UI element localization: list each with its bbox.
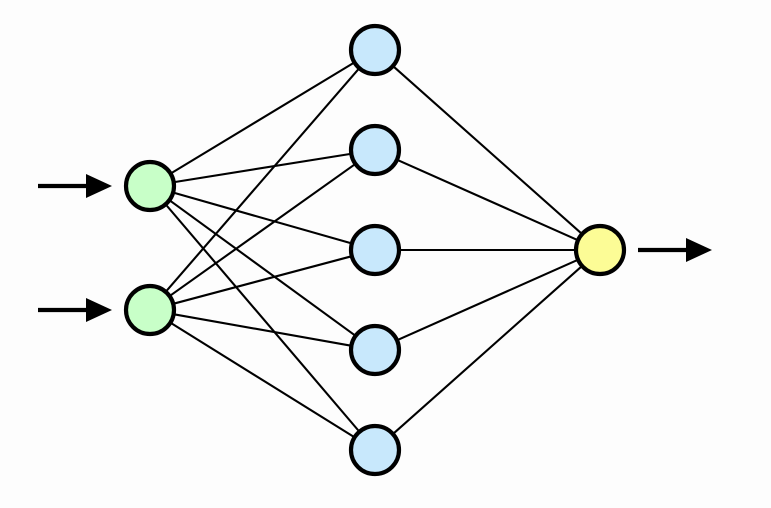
edge-h4-to-o1 xyxy=(395,258,580,342)
node-h3[interactable] xyxy=(348,223,402,277)
edge-i2-to-h3 xyxy=(171,254,354,306)
input-arrow-bottom-head xyxy=(86,298,112,322)
node-i2[interactable] xyxy=(123,283,177,337)
input-arrow-bottom-icon xyxy=(38,298,112,322)
hidden-node-circle[interactable] xyxy=(348,323,402,377)
output-node-circle[interactable] xyxy=(573,223,627,277)
input-node-circle[interactable] xyxy=(123,159,177,213)
edge-i1-to-h1 xyxy=(169,61,356,175)
node-h5[interactable] xyxy=(348,423,402,477)
edge-h5-to-o1 xyxy=(391,264,584,436)
edge-i2-to-h5 xyxy=(168,321,357,439)
input-arrow-top-head xyxy=(86,174,112,198)
edge-i1-to-h2 xyxy=(172,152,353,184)
edge-h2-to-o1 xyxy=(395,158,580,242)
node-h2[interactable] xyxy=(348,123,402,177)
edge-i1-to-h5 xyxy=(164,202,361,434)
edge-i2-to-h2 xyxy=(168,162,357,298)
hidden-node-circle[interactable] xyxy=(348,223,402,277)
input-arrow-top-icon xyxy=(38,174,112,198)
edge-i1-to-h4 xyxy=(167,198,358,338)
node-o1[interactable] xyxy=(573,223,627,277)
output-arrow-head xyxy=(686,238,712,262)
edges-group xyxy=(164,61,584,439)
edge-h1-to-o1 xyxy=(391,64,584,236)
node-h4[interactable] xyxy=(348,323,402,377)
hidden-node-circle[interactable] xyxy=(348,123,402,177)
hidden-node-circle[interactable] xyxy=(348,23,402,77)
nodes-group xyxy=(123,23,627,477)
node-h1[interactable] xyxy=(348,23,402,77)
arrows-group xyxy=(38,174,712,322)
edge-i1-to-h3 xyxy=(171,191,354,245)
edge-i2-to-h1 xyxy=(164,66,361,294)
output-arrow-icon xyxy=(638,238,712,262)
input-node-circle[interactable] xyxy=(123,283,177,337)
hidden-node-circle[interactable] xyxy=(348,423,402,477)
node-i1[interactable] xyxy=(123,159,177,213)
edge-i2-to-h4 xyxy=(172,312,353,348)
